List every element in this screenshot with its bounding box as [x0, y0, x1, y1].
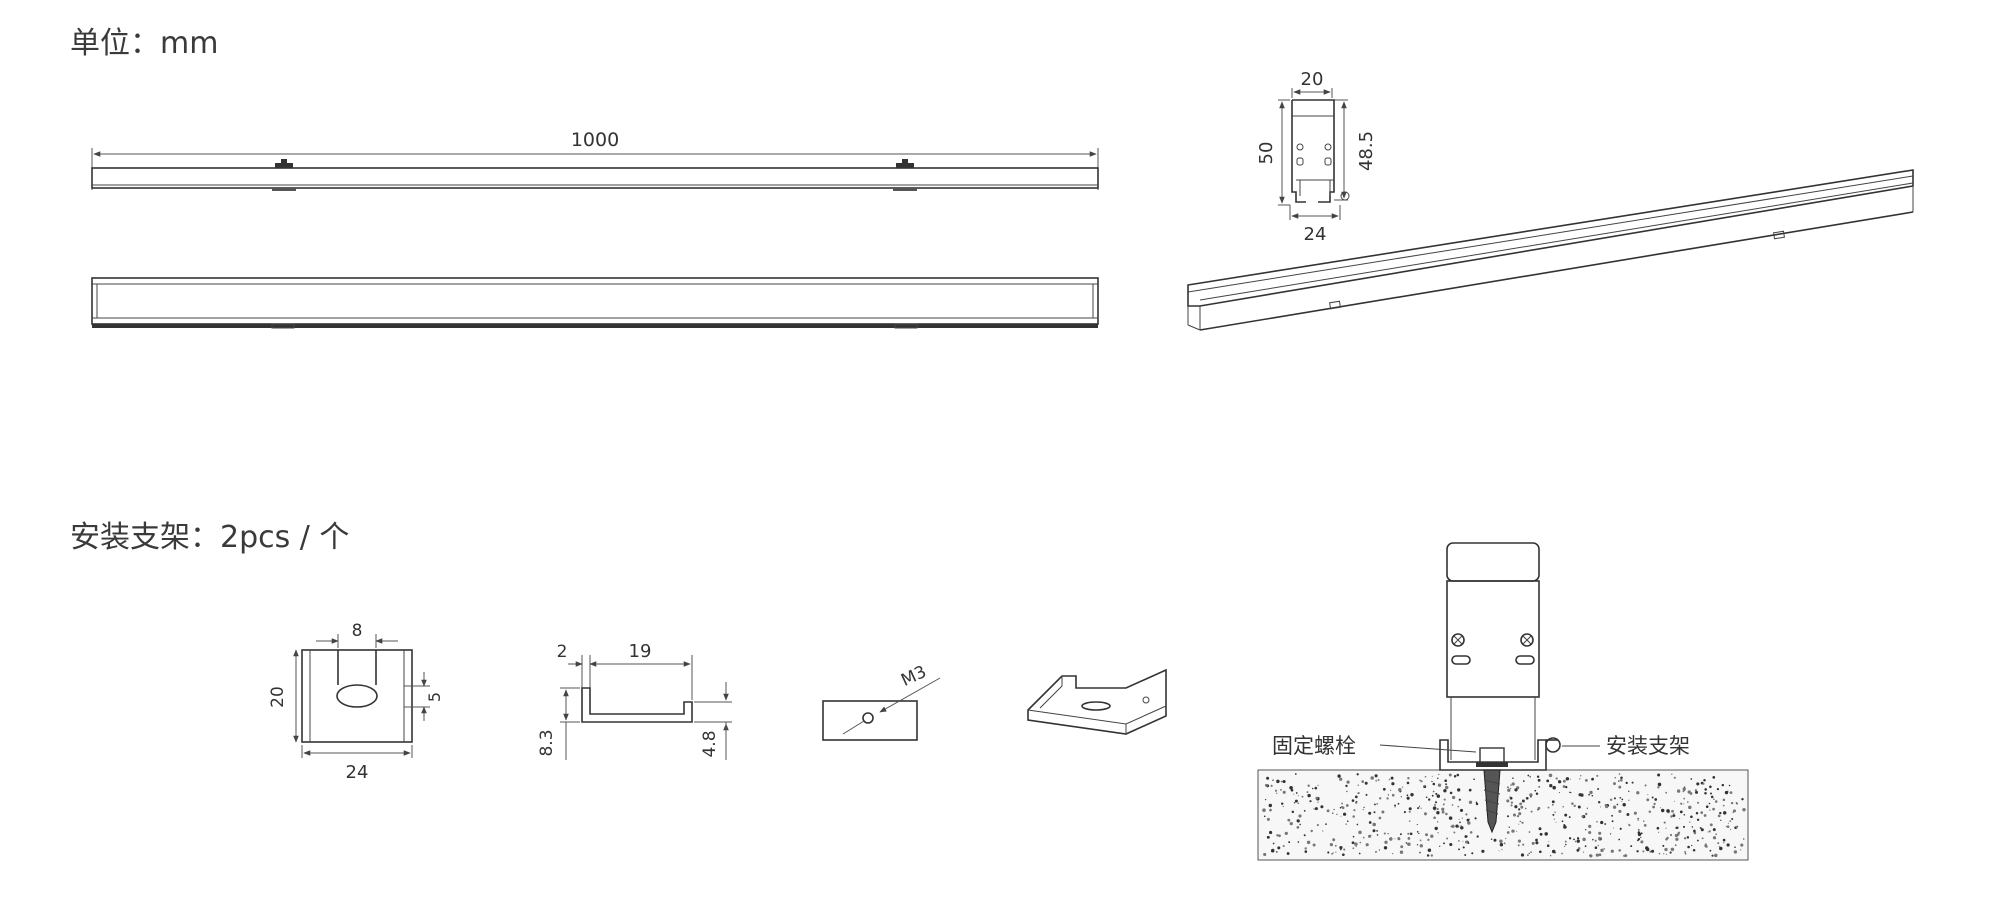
unit-heading: 单位：mm — [70, 26, 219, 61]
top-view-profile: 1000 — [91, 129, 1099, 191]
bracket-side-right: 4.8 — [700, 730, 720, 757]
screw-hole-view: M3 — [822, 662, 941, 741]
bracket-front-height: 20 — [268, 686, 288, 708]
profile-height-left: 50 — [1256, 142, 1277, 165]
bracket-heading: 安装支架：2pcs / 个 — [70, 520, 350, 555]
bracket-front-slot: 5 — [425, 692, 444, 702]
profile-width-bottom: 24 — [1304, 224, 1327, 245]
length-dimension: 1000 — [571, 129, 619, 151]
bracket-side-lip: 2 — [557, 642, 568, 662]
installation-view: 固定螺栓 安装支架 — [1257, 542, 1749, 861]
bracket-front-bottom: 24 — [346, 762, 369, 783]
perspective-profile-view — [1187, 169, 1914, 331]
bracket-front-width: 8 — [352, 621, 363, 641]
front-view-profile — [91, 277, 1099, 329]
profile-width-top: 20 — [1301, 69, 1324, 90]
bracket-callout: 安装支架 — [1606, 734, 1690, 758]
bracket-side-height: 8.3 — [537, 729, 557, 756]
concrete-texture — [1262, 773, 1746, 858]
bracket-front-view: 8 20 5 24 — [268, 621, 444, 783]
profile-height-right: 48.5 — [1356, 131, 1377, 171]
bracket-3d-view — [1027, 668, 1167, 735]
cross-section-view: 20 50 48.5 24 — [1256, 69, 1377, 245]
bolt-callout: 固定螺栓 — [1272, 734, 1356, 758]
bracket-side-view: 2 19 8.3 4.8 — [537, 641, 732, 760]
bracket-side-width: 19 — [629, 641, 652, 662]
